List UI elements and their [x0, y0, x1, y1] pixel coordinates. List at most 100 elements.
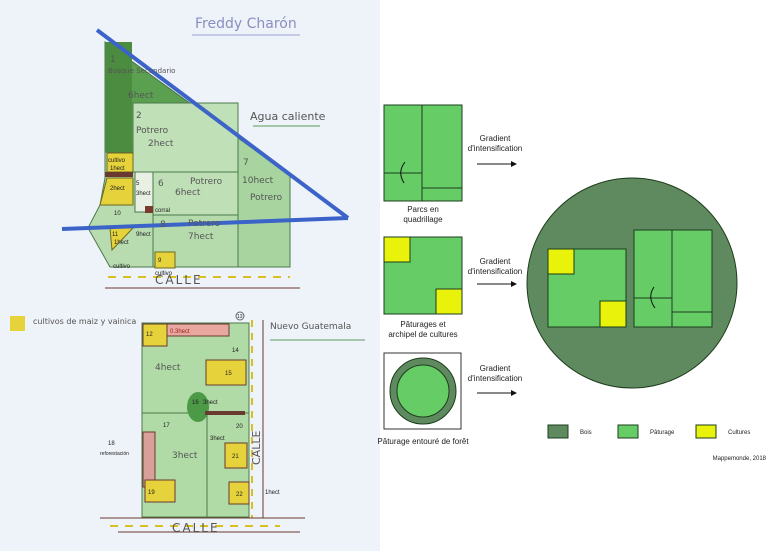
legend-label: Bois	[580, 430, 592, 436]
parcel-label: Bosque Secundario	[108, 67, 175, 75]
parcel-area: 3hect	[210, 436, 225, 442]
model-label: Parcs en	[407, 205, 439, 214]
arrow-label: d'intensification	[468, 144, 522, 153]
crop-15	[205, 359, 247, 386]
parcel-area: 4hect	[155, 363, 181, 373]
parcel-number: 22	[236, 492, 243, 498]
model-label: archipel de cultures	[388, 330, 457, 339]
callout-circle	[235, 311, 245, 321]
parcel-number: 16	[192, 400, 199, 406]
river-diagonal	[95, 28, 350, 220]
parcel-area: 6hect	[128, 91, 154, 101]
road-label: CALLE	[155, 273, 203, 287]
road-label: CALLE	[172, 521, 220, 535]
parcel-number: 21	[232, 454, 239, 460]
parcel-label: reforestación	[100, 451, 129, 457]
parcel-number: 1	[110, 55, 116, 65]
legend-label: Pâturage	[650, 430, 675, 436]
parcel-area: 0.3hect	[170, 329, 190, 335]
parcel-area: 9hect	[136, 232, 151, 238]
parcel-label: Potrero	[136, 126, 169, 136]
parcel-number: 15	[225, 371, 232, 377]
parcel-number: 12	[146, 332, 153, 338]
parcel-number: 8	[160, 220, 166, 230]
synthesis-model	[526, 177, 738, 389]
parcel-label: cultivo	[108, 158, 126, 164]
parcel-number: 5	[136, 181, 140, 187]
parcel-area: 7hect	[188, 232, 214, 242]
model-crop-archipelago: Pâturages et archipel de cultures	[383, 236, 463, 339]
river-horizontal	[61, 216, 349, 231]
parcel-label: cultivo	[113, 264, 131, 270]
model-label: Pâturage entouré de forêt	[377, 437, 469, 446]
model-label: Pâturages et	[400, 320, 446, 329]
arrow-label: d'intensification	[468, 374, 522, 383]
parcel-number: 18	[108, 441, 115, 447]
model-forest-ring: Pâturage entouré de forêt	[377, 352, 469, 446]
parcel-area: 2hect	[110, 186, 125, 192]
model-label: quadrillage	[403, 215, 443, 224]
legend-swatch-cultures	[695, 424, 717, 439]
arrow-label: d'intensification	[468, 267, 522, 276]
parcel-2	[132, 102, 239, 173]
legend-label: cultivos de maiz y vainica	[33, 317, 136, 326]
credit: Mappemonde, 2018	[713, 456, 767, 462]
parcel-number: 17	[163, 423, 170, 429]
place-name: Agua caliente	[250, 110, 326, 123]
rotation-arrow-icon	[650, 286, 656, 309]
bottom-farm-map: 12 0.3hect 13 14 4hect 15 16 3hect 17 3h…	[100, 311, 365, 535]
parcel-area: 1hect	[114, 240, 129, 246]
corral-label: corral	[155, 208, 170, 214]
parcel-number: 14	[232, 348, 239, 354]
reforest-18	[142, 431, 156, 488]
crop-22	[228, 481, 250, 505]
parcel-number: 19	[148, 490, 155, 496]
forest-strip	[105, 42, 132, 152]
place-name: Nuevo Guatemala	[270, 322, 351, 332]
parcel-5	[134, 171, 154, 213]
brown-bar	[105, 172, 133, 177]
parcel-number: 2	[136, 111, 142, 121]
reforest-13	[166, 323, 230, 337]
model-grid-parcels: Parcs en quadrillage	[383, 104, 463, 224]
arrow-label: Gradient	[480, 364, 511, 373]
parcel-number: 10	[114, 211, 121, 217]
crop-4	[99, 177, 134, 206]
road-label: CALLE	[250, 431, 263, 465]
forest-16	[187, 392, 209, 422]
diagram-legend: Bois Pâturage Cultures Mappemonde, 2018	[547, 424, 767, 462]
legend-swatch-bois	[547, 424, 569, 439]
path	[205, 411, 245, 415]
legend-swatch-crops	[10, 316, 25, 331]
crop-19	[144, 479, 176, 503]
parcel-area: 2hect	[148, 139, 174, 149]
parcel-number: 7	[243, 158, 249, 168]
parcel-area: 3hect	[172, 451, 198, 461]
parcel-area: 1hect	[110, 166, 125, 172]
parcel-number: 13	[237, 314, 243, 320]
parcel-number: 11	[112, 232, 119, 238]
parcel-label: Potrero	[188, 219, 221, 229]
legend-label: Cultures	[728, 430, 750, 436]
top-farm-map: Freddy Charón 1 Bosque Secundario 6hect …	[61, 16, 350, 289]
parcel-area: 3hect	[136, 191, 151, 197]
parcel-label: Potrero	[190, 177, 223, 187]
parcel-number: 6	[158, 179, 164, 189]
parcel-area: 6hect	[175, 188, 201, 198]
parcel-area: 3hect	[203, 400, 218, 406]
crop-21	[224, 442, 248, 469]
arrow-label: Gradient	[480, 257, 511, 266]
author-name: Freddy Charón	[195, 16, 297, 32]
crop-9	[154, 251, 176, 269]
parcel-6	[152, 171, 239, 216]
gradient-arrows: Gradient d'intensification Gradient d'in…	[468, 134, 522, 396]
parcel-number: 9	[158, 258, 162, 264]
parcel-area: 10hect	[242, 176, 274, 186]
parcel-label: cultivo	[155, 271, 173, 277]
parcel-area: 1hect	[265, 490, 280, 496]
parcel-number: 20	[236, 424, 243, 430]
parcel-label: Potrero	[250, 193, 283, 203]
arrow-label: Gradient	[480, 134, 511, 143]
rotation-arrow-icon	[400, 161, 406, 184]
